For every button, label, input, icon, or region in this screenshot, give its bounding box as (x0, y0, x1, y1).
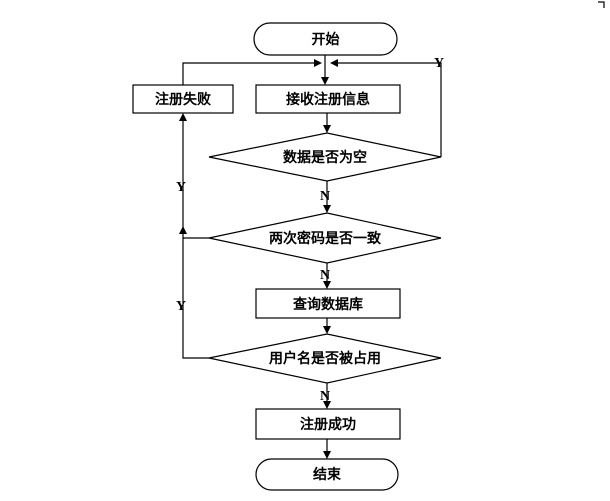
check-username-node: 用户名是否被占用 (208, 333, 442, 384)
corner-mark (598, 1, 605, 8)
query-db-label: 查询数据库 (293, 296, 363, 313)
start-label: 开始 (312, 31, 340, 48)
edge-password-yes (179, 113, 209, 239)
start-node: 开始 (253, 22, 398, 56)
edge-fail-to-top (182, 59, 322, 85)
register-fail-node: 注册失败 (132, 84, 234, 114)
check-empty-node: 数据是否为空 (208, 132, 442, 182)
receive-info-label: 接收注册信息 (286, 91, 370, 108)
edge-empty-yes-loop (330, 59, 442, 157)
edge-start-to-receive (321, 55, 329, 85)
edge-receive-to-check-empty (323, 113, 331, 133)
edge-empty-no (323, 181, 331, 213)
username-no-label: N (320, 389, 330, 404)
register-fail-label: 注册失败 (155, 91, 212, 108)
check-empty-label: 数据是否为空 (283, 149, 367, 166)
password-yes-label: Y (176, 180, 186, 195)
edge-success-to-end (323, 439, 331, 459)
edge-username-no (323, 383, 331, 409)
edge-password-no (323, 263, 331, 289)
register-success-label: 注册成功 (300, 416, 356, 433)
query-db-node: 查询数据库 (255, 288, 401, 319)
username-yes-label: Y (176, 299, 186, 314)
check-password-label: 两次密码是否一致 (269, 230, 382, 247)
empty-no-label: N (320, 189, 330, 204)
register-success-node: 注册成功 (255, 408, 401, 440)
end-node: 结束 (255, 458, 399, 491)
edge-username-yes (182, 238, 209, 359)
end-label: 结束 (313, 466, 342, 483)
check-username-label: 用户名是否被占用 (269, 350, 381, 367)
check-password-node: 两次密码是否一致 (208, 212, 442, 264)
edge-query-to-username (323, 318, 331, 334)
receive-info-node: 接收注册信息 (255, 84, 401, 114)
empty-yes-label: Y (434, 56, 444, 71)
password-no-label: N (320, 268, 330, 283)
